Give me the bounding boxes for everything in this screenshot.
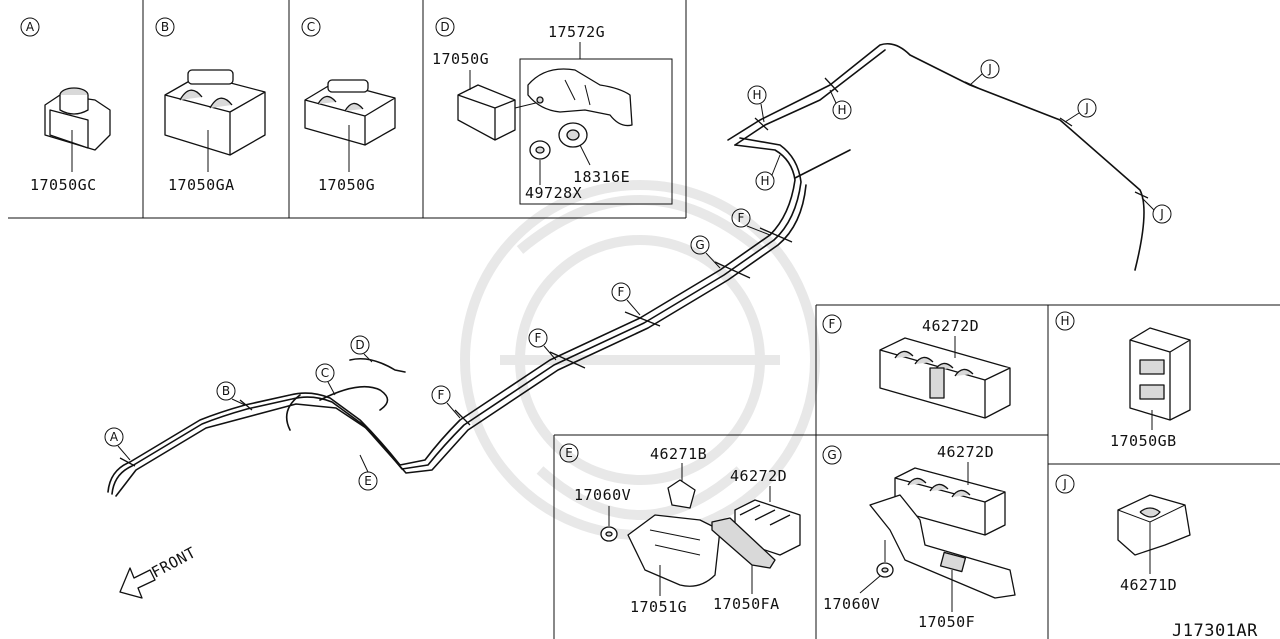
part-label-46271b: 46271B xyxy=(650,445,707,463)
panel-d: D 17050G 17572G 18316E 49728X xyxy=(432,17,673,205)
part-label-17051g: 17051G xyxy=(630,598,687,616)
part-label-17050ga: 17050GA xyxy=(168,176,235,194)
svg-text:E: E xyxy=(364,474,372,488)
part-label-17572g: 17572G xyxy=(548,23,605,41)
callout-j2: J xyxy=(1064,98,1097,123)
svg-text:F: F xyxy=(618,285,625,299)
callout-j3: J xyxy=(1141,197,1172,224)
svg-text:D: D xyxy=(355,338,364,352)
panel-d-letter: D xyxy=(440,20,449,34)
panel-b: B 17050GA xyxy=(155,17,266,194)
clip-17050gc-icon xyxy=(44,87,111,151)
callout-f1: F xyxy=(431,385,461,419)
front-arrow: FRONT xyxy=(119,543,199,599)
panel-a: A 17050GC xyxy=(20,17,111,194)
svg-text:J: J xyxy=(1084,101,1089,115)
bracket-17050fa-icon xyxy=(711,517,776,569)
svg-text:C: C xyxy=(321,366,329,380)
part-label-46271d: 46271D xyxy=(1120,576,1177,594)
panel-b-letter: B xyxy=(161,20,169,34)
svg-text:G: G xyxy=(695,238,704,252)
part-label-46272d-f: 46272D xyxy=(922,317,979,335)
nut-17060v-e-icon xyxy=(600,526,618,542)
svg-text:F: F xyxy=(438,388,445,402)
panel-h: H 17050GB xyxy=(1055,311,1191,450)
part-label-46272d-e: 46272D xyxy=(730,467,787,485)
clip-46271d-icon xyxy=(1117,494,1191,556)
panel-f-letter: F xyxy=(829,317,836,331)
callout-h3: H xyxy=(755,154,781,191)
part-label-17060v-e: 17060V xyxy=(574,486,631,504)
callout-d: D xyxy=(350,335,373,363)
callout-j1: J xyxy=(969,59,1000,86)
bracket-17572g-icon xyxy=(527,68,633,127)
panel-c-letter: C xyxy=(307,20,315,34)
clip-46272d-g-icon xyxy=(894,467,1006,536)
panel-g-letter: G xyxy=(827,448,836,462)
part-label-18316e: 18316E xyxy=(573,168,630,186)
nut-17060v-g-icon xyxy=(876,562,894,578)
panel-e: E 46271B 46272D 17060V 17051G 17050FA xyxy=(559,443,801,616)
callout-h1: H xyxy=(747,85,767,123)
callout-g: G xyxy=(690,235,721,269)
panel-f: F 46272D xyxy=(822,314,1011,419)
routing-callouts: A B C D E F F F F G H H H J J J xyxy=(104,59,1172,491)
panel-j-letter: J xyxy=(1062,477,1067,491)
part-label-49728x: 49728X xyxy=(525,184,582,202)
grommet-18316e-icon xyxy=(558,122,588,148)
panel-h-letter: H xyxy=(1060,314,1069,328)
clip-46271b-icon xyxy=(667,479,696,509)
part-label-17050fa: 17050FA xyxy=(713,595,780,613)
callout-f4: F xyxy=(731,208,771,236)
callout-f2: F xyxy=(528,328,557,361)
callout-b: B xyxy=(216,381,246,406)
clip-17050g-icon xyxy=(304,79,396,146)
part-label-17060v-g: 17060V xyxy=(823,595,880,613)
washer-49728x-icon xyxy=(529,140,551,160)
callout-h2: H xyxy=(829,89,852,120)
panel-g: G 46272D 17060V 17050F xyxy=(822,443,1016,631)
diagram-code: J17301AR xyxy=(1172,621,1258,639)
bottom-panels-frame xyxy=(553,304,1280,639)
detail-box xyxy=(519,58,673,205)
callout-c: C xyxy=(315,363,336,396)
callout-circle xyxy=(20,17,40,37)
svg-text:J: J xyxy=(1159,207,1164,221)
svg-text:B: B xyxy=(222,384,230,398)
part-label-17050g-d: 17050G xyxy=(432,50,489,68)
callout-e: E xyxy=(358,454,378,491)
front-label: FRONT xyxy=(148,543,199,581)
panel-j: J 46271D xyxy=(1055,474,1191,594)
svg-text:J: J xyxy=(987,62,992,76)
panel-c: C 17050G xyxy=(301,17,396,194)
clip-17050g-small-icon xyxy=(457,84,516,141)
svg-text:H: H xyxy=(837,103,846,117)
bracket-17050f-icon xyxy=(869,494,1016,599)
clip-46272d-f-icon xyxy=(879,337,1011,419)
part-label-46272d-g: 46272D xyxy=(937,443,994,461)
part-label-17050f: 17050F xyxy=(918,613,975,631)
callout-f3: F xyxy=(611,282,641,316)
part-label-17050gb: 17050GB xyxy=(1110,432,1177,450)
panel-e-letter: E xyxy=(565,446,573,460)
clip-17050ga-icon xyxy=(164,69,266,156)
svg-text:A: A xyxy=(110,430,119,444)
clip-17050gb-icon xyxy=(1129,327,1191,421)
svg-text:H: H xyxy=(760,174,769,188)
part-label-17050gc: 17050GC xyxy=(30,176,97,194)
svg-text:H: H xyxy=(752,88,761,102)
bracket-17051g-icon xyxy=(627,514,721,587)
callout-a: A xyxy=(104,427,131,461)
top-panels-frame xyxy=(8,0,687,219)
panel-a-letter: A xyxy=(26,20,35,34)
svg-text:F: F xyxy=(738,211,745,225)
svg-text:F: F xyxy=(535,331,542,345)
part-label-17050g: 17050G xyxy=(318,176,375,194)
